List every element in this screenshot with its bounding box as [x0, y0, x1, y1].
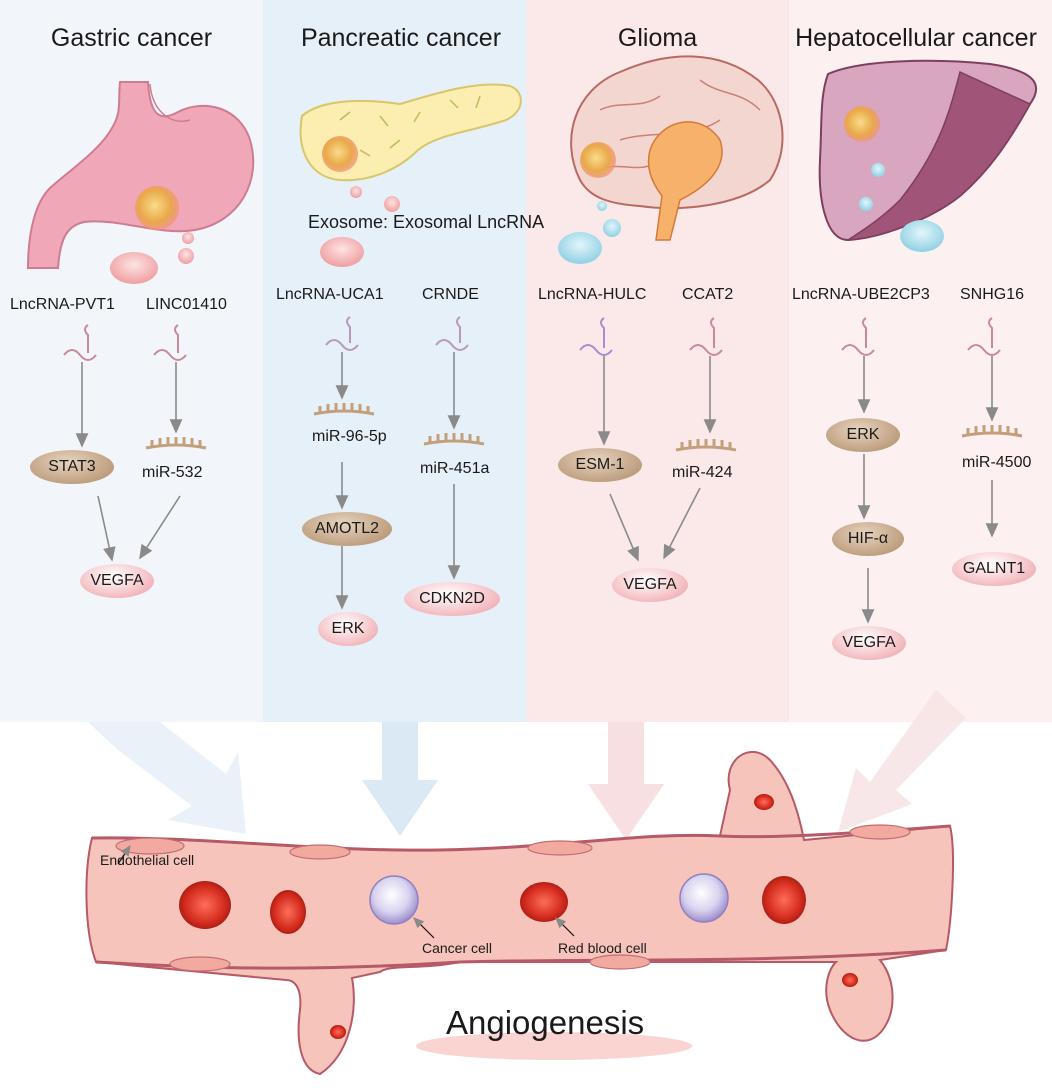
brain-illustration	[558, 55, 784, 264]
label-hulc: LncRNA-HULC	[538, 286, 647, 303]
pancreas-illustration	[299, 83, 522, 212]
node-vegfa-hcc: VEGFA	[832, 626, 906, 660]
blood-vessel	[85, 750, 954, 1076]
flow-arrows	[88, 690, 966, 840]
node-cdkn2d: CDKN2D	[404, 582, 500, 616]
title-glioma: Glioma	[617, 24, 698, 52]
exosome-label: Exosome: Exosomal LncRNA	[308, 212, 545, 232]
vessel-pointers	[117, 845, 575, 939]
angiogenesis-glow	[416, 1032, 692, 1060]
red-blood-cells	[179, 794, 858, 1039]
label-linc01410: LINC01410	[146, 296, 227, 313]
label-mir4500: miR-4500	[962, 454, 1032, 471]
label-mir965p: miR-96-5p	[312, 428, 387, 445]
label-ube2cp3: LncRNA-UBE2CP3	[792, 286, 930, 303]
tumor-icon	[322, 136, 358, 172]
label-snhg16: SNHG16	[960, 286, 1025, 303]
label-mir532: miR-532	[142, 464, 203, 481]
stomach-illustration	[26, 81, 255, 269]
node-galnt1: GALNT1	[952, 552, 1036, 586]
angiogenesis-title: Angiogenesis	[446, 1004, 645, 1041]
mirna-glyphs	[145, 403, 1023, 452]
label-mir451a: miR-451a	[420, 460, 490, 477]
lncrna-glyphs	[63, 316, 1001, 361]
liver-illustration	[818, 59, 1037, 252]
label-crnde: CRNDE	[422, 286, 479, 303]
tumor-icon	[844, 106, 880, 142]
node-vegfa-glioma: VEGFA	[612, 568, 688, 602]
title-pancreatic: Pancreatic cancer	[300, 24, 502, 52]
node-erk-hcc: ERK	[826, 418, 900, 452]
label-ccat2: CCAT2	[682, 286, 734, 303]
node-stat3: STAT3	[30, 450, 114, 484]
label-cancer-cell: Cancer cell	[422, 940, 493, 956]
node-vegfa-gastric: VEGFA	[80, 564, 154, 598]
label-pvt1: LncRNA-PVT1	[10, 296, 115, 313]
node-esm1: ESM-1	[558, 448, 642, 482]
tumor-icon	[580, 142, 616, 178]
label-mir424: miR-424	[672, 464, 733, 481]
node-erk-pancreatic: ERK	[318, 612, 378, 646]
label-endothelial-cell: Endothelial cell	[100, 852, 195, 868]
tumor-icon	[135, 186, 179, 230]
label-red-blood-cell: Red blood cell	[558, 940, 647, 956]
title-hepatocellular: Hepatocellular cancer	[795, 24, 1037, 52]
node-amotl2: AMOTL2	[302, 512, 392, 546]
cancer-cells	[369, 873, 729, 925]
label-uca1: LncRNA-UCA1	[276, 286, 384, 303]
node-hif: HIF-α	[832, 522, 904, 556]
title-gastric: Gastric cancer	[50, 24, 213, 52]
pathway-arrows	[75, 352, 999, 624]
